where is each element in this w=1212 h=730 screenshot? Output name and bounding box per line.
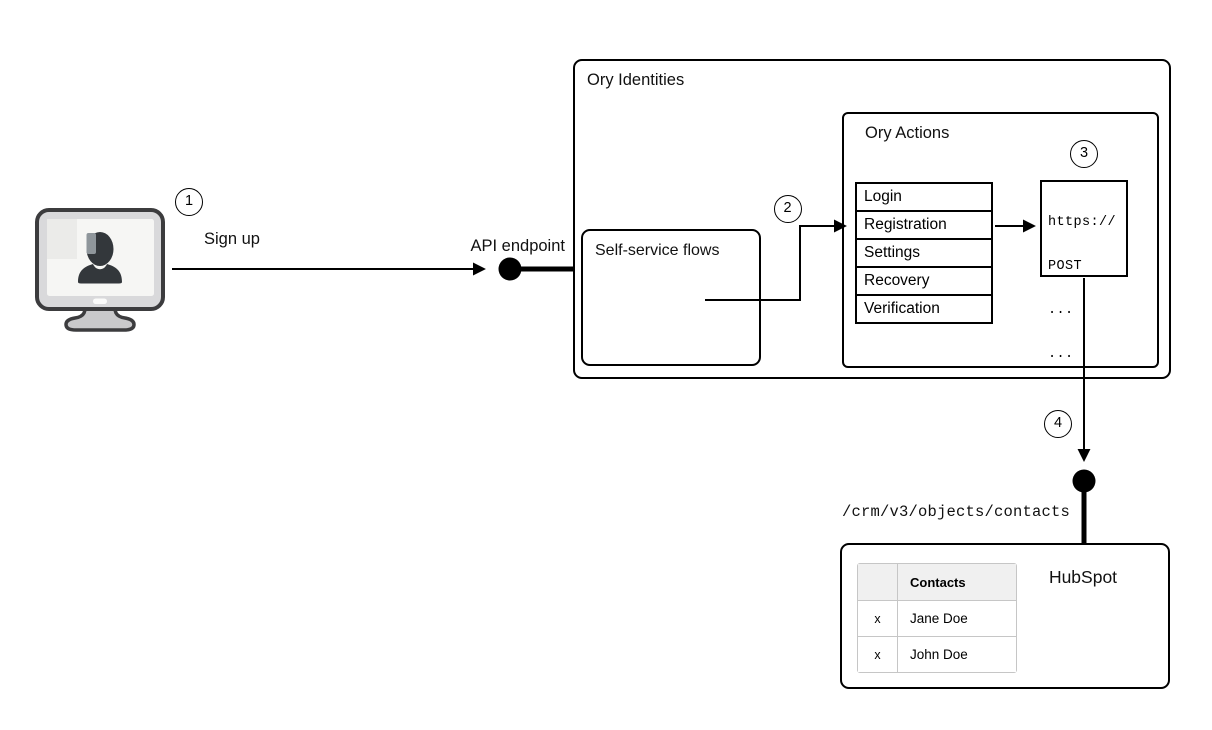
webhook-line-ellipsis-2: ...	[1048, 346, 1074, 362]
api-endpoint-label: API endpoint	[470, 237, 566, 255]
hubspot-endpoint-node	[1072, 469, 1096, 493]
self-service-flows-title: Self-service flows	[595, 242, 720, 259]
contact-name-cell: Jane Doe	[910, 611, 968, 626]
contact-name-cell: John Doe	[910, 647, 968, 662]
monitor-button	[93, 298, 107, 304]
step-1-badge: 1	[175, 188, 203, 216]
user-silhouette-shoulders	[78, 264, 122, 284]
webhook-line-method: POST	[1048, 258, 1083, 274]
contacts-table-row: x Jane Doe	[858, 601, 1016, 637]
step-2-badge: 2	[773, 195, 802, 223]
flow-row-login: Login	[855, 182, 993, 212]
flows-table: Login Registration Settings Recovery Ver…	[855, 182, 993, 324]
webhook-request-box: https:// POST ... ...	[1040, 180, 1128, 361]
step-4-badge: 4	[1044, 410, 1072, 438]
contacts-table: Contacts x Jane Doe x John Doe	[857, 563, 1017, 673]
contacts-table-row: x John Doe	[858, 637, 1016, 672]
contacts-table-corner-cell	[858, 564, 898, 600]
api-endpoint-node	[498, 257, 522, 281]
ory-identities-box	[573, 59, 1171, 379]
webhook-line-ellipsis-1: ...	[1048, 302, 1074, 318]
flow-row-recovery: Recovery	[855, 266, 993, 296]
contacts-table-header-row: Contacts	[858, 564, 1016, 601]
monitor-stand	[64, 302, 136, 332]
contact-mark-cell: x	[858, 601, 898, 636]
flow-row-verification: Verification	[855, 294, 993, 324]
webhook-line-url: https://	[1048, 215, 1117, 231]
ory-actions-title: Ory Actions	[865, 124, 950, 142]
crm-path-label: /crm/v3/objects/contacts	[841, 503, 1070, 521]
contacts-table-header-cell: Contacts	[910, 574, 966, 590]
sign-up-label: Sign up	[204, 230, 260, 248]
user-silhouette-highlight	[86, 233, 96, 254]
hubspot-title: HubSpot	[1048, 567, 1118, 587]
hubspot-box	[840, 543, 1170, 689]
user-terminal-icon	[35, 208, 165, 332]
step-3-badge: 3	[1070, 140, 1098, 168]
flow-row-registration: Registration	[855, 210, 993, 240]
monitor-screen-shade	[47, 219, 77, 259]
contact-mark-cell: x	[858, 637, 898, 672]
ory-identities-title: Ory Identities	[587, 71, 685, 89]
flow-row-settings: Settings	[855, 238, 993, 268]
